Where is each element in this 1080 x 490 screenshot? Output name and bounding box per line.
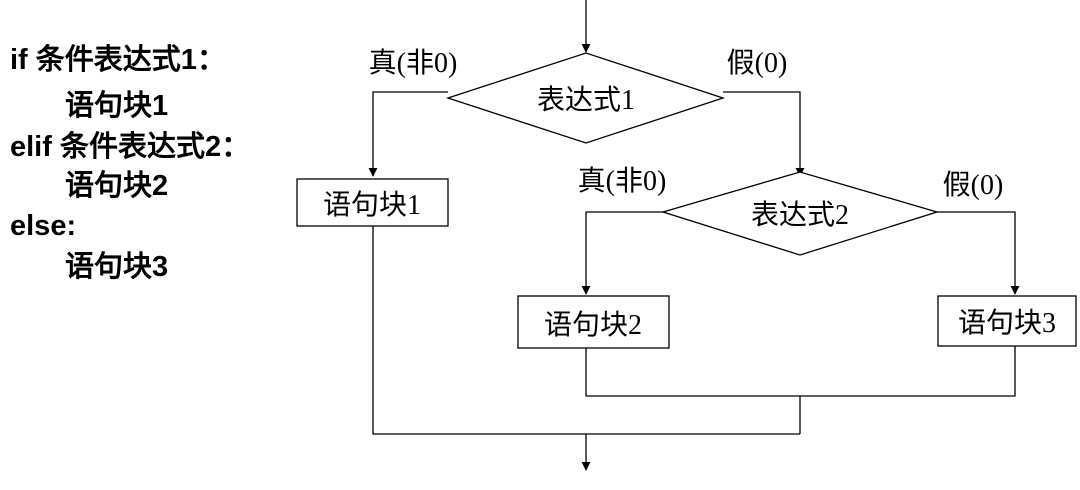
- code-line-elif: elif 条件表达式2：: [10, 131, 251, 163]
- block1-box: [296, 178, 449, 227]
- code-line-block3: 语句块3: [65, 251, 169, 283]
- merge-line-inner: [585, 346, 1016, 397]
- merge-line-outer: [372, 226, 800, 435]
- block3-box: [937, 295, 1077, 347]
- decision2-false-arrow: [937, 211, 1020, 295]
- decision1-false-arrow: [723, 91, 805, 177]
- code-line-if: if 条件表达式1：: [10, 44, 226, 76]
- code-line-block1: 语句块1: [65, 90, 169, 122]
- decision2-false-label: 假(0): [943, 169, 1004, 201]
- block2-label: 语句块2: [544, 309, 642, 341]
- decision1-true-arrow: [368, 91, 448, 177]
- decision1-label: 表达式1: [537, 84, 635, 116]
- decision1-false-label: 假(0): [727, 47, 788, 79]
- decision2-label: 表达式2: [751, 199, 849, 231]
- decision1-true-label: 真(非0): [369, 47, 458, 79]
- code-line-block2: 语句块2: [65, 170, 169, 202]
- decision1-diamond: [445, 52, 726, 144]
- block2-box: [517, 295, 670, 349]
- code-line-else: else:: [10, 210, 77, 242]
- block3-label: 语句块3: [958, 307, 1056, 339]
- decision2-true-arrow: [581, 211, 663, 295]
- block1-label: 语句块1: [323, 189, 421, 221]
- decision2-true-label: 真(非0): [578, 165, 667, 197]
